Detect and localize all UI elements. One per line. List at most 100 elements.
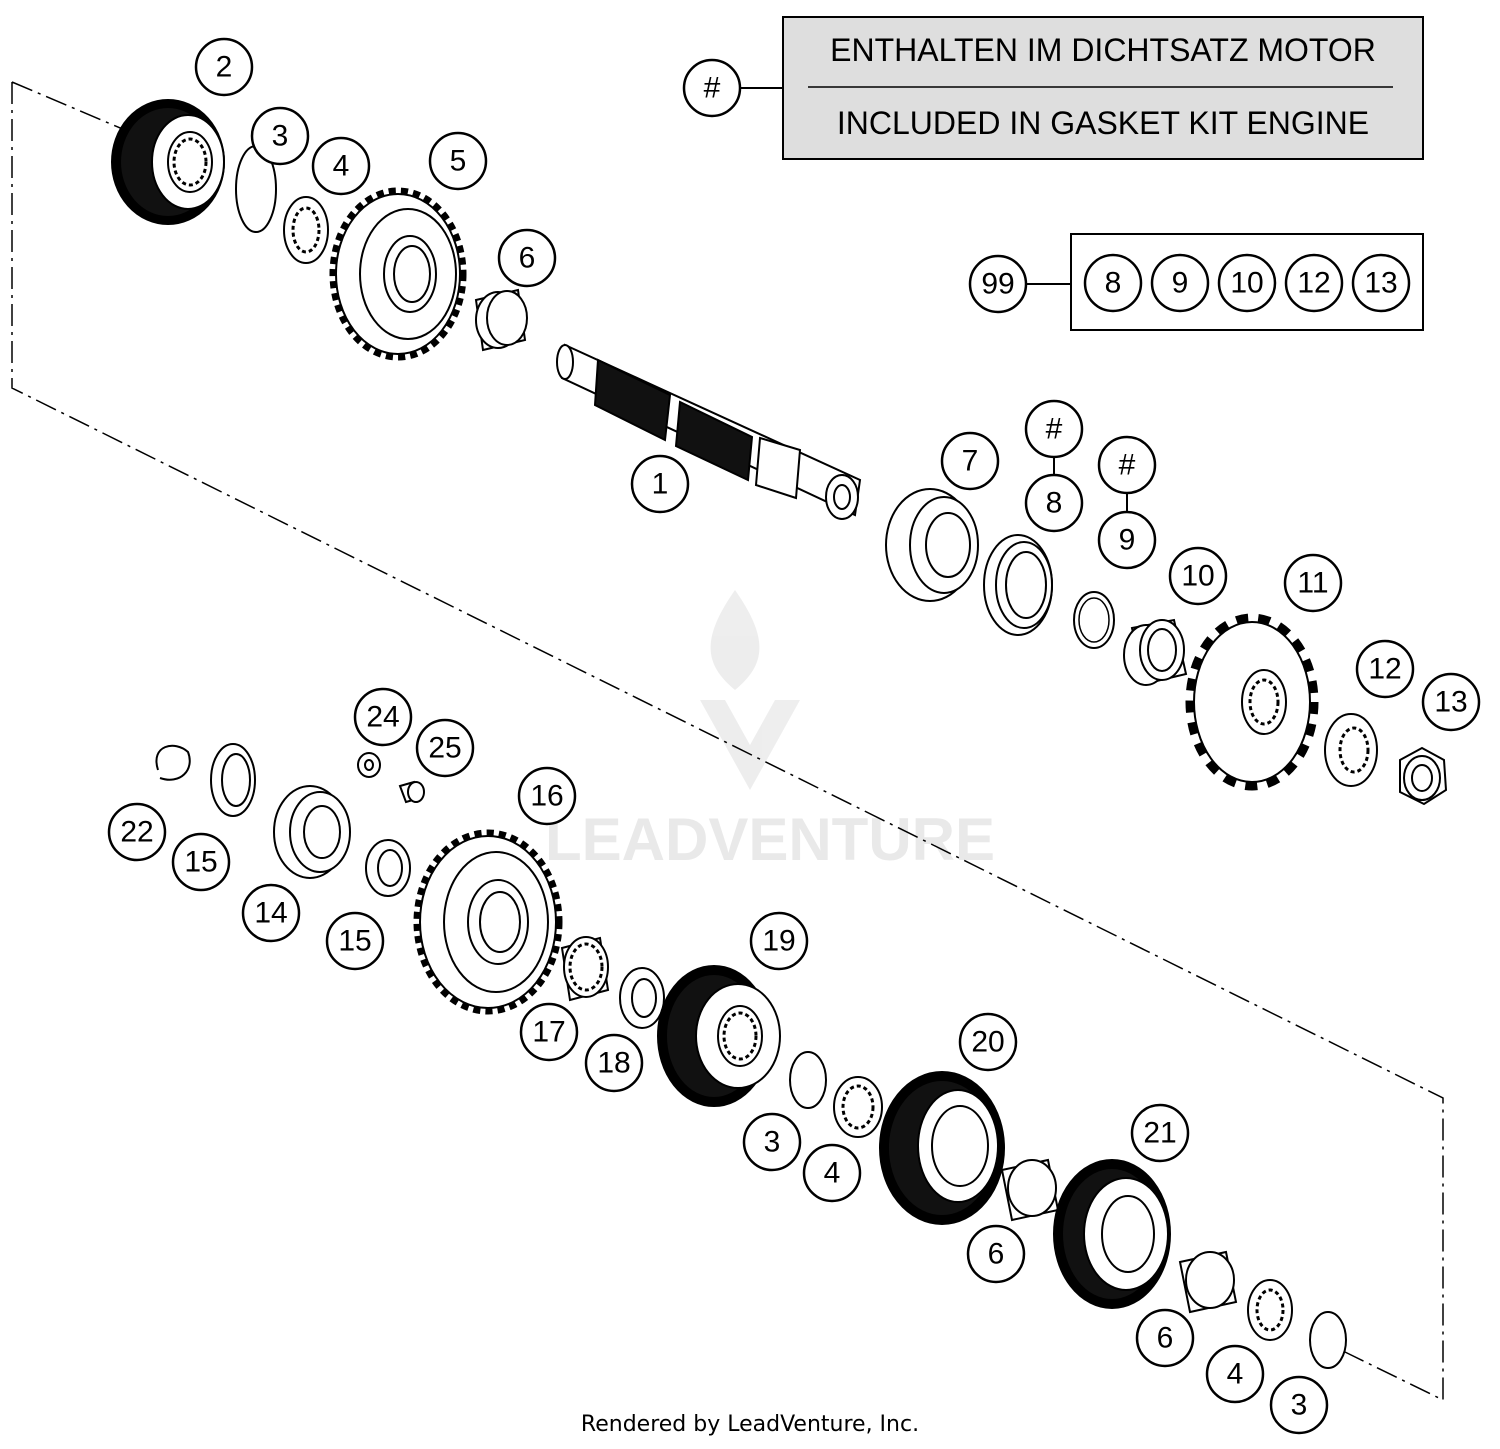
part-6-bushing-b [1000,1158,1060,1222]
callout-part-8: 8 [1024,473,1084,533]
part-5-gear [329,187,467,361]
part-22-circlip [155,744,191,781]
part-4-washer [283,196,329,264]
callout-part-25: 25 [415,718,475,778]
part-24-small-washer [357,752,381,778]
part-6-bushing [474,288,528,352]
kit-member-label: 10 [1230,267,1263,300]
svg-text:6: 6 [988,1238,1005,1271]
legend-symbol-callout: # [682,58,742,118]
part-6-bushing-c [1178,1250,1238,1314]
kit-number-callout: 99 [968,254,1028,314]
part-11-sprocket [1185,613,1319,791]
callout-part-15: 15 [325,911,385,971]
callout-part-4: 4 [802,1143,862,1203]
svg-text:18: 18 [597,1047,630,1080]
watermark-text: LEADVENTURE [545,806,995,873]
callout-part-3: 3 [250,106,310,166]
callout-part-14: 14 [241,883,301,943]
svg-text:1: 1 [652,468,669,501]
svg-text:4: 4 [1227,1358,1244,1391]
callout-part-20: 20 [958,1012,1018,1072]
callout-part-21: 21 [1130,1103,1190,1163]
kit-member-callout: 9 [1150,253,1210,313]
kit-member-callout: 8 [1083,253,1143,313]
part-1-shaft [556,343,862,520]
part-3-circlip-b [789,1051,827,1109]
svg-text:9: 9 [1119,524,1136,557]
svg-text:16: 16 [530,780,563,813]
part-3-circlip-c [1309,1311,1347,1369]
kit-member-label: 13 [1364,267,1397,300]
svg-text:17: 17 [532,1016,565,1049]
callout-part-16: 16 [517,766,577,826]
svg-text:20: 20 [971,1026,1004,1059]
svg-text:3: 3 [272,120,289,153]
callout-part-8-gasket-marker: # [1024,399,1084,459]
kit-member-label: 12 [1297,267,1330,300]
callout-part-3: 3 [1269,1375,1329,1435]
svg-text:3: 3 [1291,1389,1308,1422]
part-18-washer [619,967,665,1029]
svg-text:3: 3 [764,1126,781,1159]
svg-text:14: 14 [254,897,287,930]
svg-text:15: 15 [338,925,371,958]
callout-part-17: 17 [519,1002,579,1062]
svg-text:24: 24 [366,701,399,734]
kit-number: 99 [981,268,1014,301]
svg-text:22: 22 [120,816,153,849]
part-20-gear [879,1071,1005,1225]
callout-part-4: 4 [1205,1344,1265,1404]
callout-part-6: 6 [497,228,557,288]
part-21-gear [1053,1159,1171,1309]
callout-part-11: 11 [1283,553,1343,613]
svg-text:6: 6 [1157,1322,1174,1355]
svg-text:5: 5 [450,145,467,178]
svg-text:11: 11 [1297,567,1328,600]
callout-part-2: 2 [194,37,254,97]
svg-text:19: 19 [762,925,795,958]
svg-text:10: 10 [1181,560,1214,593]
part-10-bushing [1123,618,1188,686]
kit-member-label: 9 [1172,267,1189,300]
callout-part-9-gasket-marker: # [1097,435,1157,495]
legend-line-german: ENTHALTEN IM DICHTSATZ MOTOR [830,32,1376,68]
callout-part-9: 9 [1097,510,1157,570]
part-12-lock-washer [1324,713,1378,787]
watermark-logo: LEADVENTURE [545,590,995,873]
svg-text:13: 13 [1434,686,1467,719]
callout-part-7: 7 [940,431,1000,491]
svg-text:8: 8 [1046,487,1063,520]
part-7-bearing [885,488,979,602]
part-17-needle-bearing [560,936,610,1002]
gasket-kit-legend: ENTHALTEN IM DICHTSATZ MOTOR INCLUDED IN… [682,16,1424,160]
kit-member-label: 8 [1105,267,1122,300]
part-4-washer-b [833,1076,883,1138]
svg-text:#: # [1046,413,1063,446]
part-25-bolt [398,780,425,804]
svg-text:21: 21 [1143,1117,1176,1150]
svg-text:7: 7 [962,445,979,478]
kit-member-callout: 12 [1284,253,1344,313]
kit-member-callout: 13 [1351,253,1411,313]
legend-symbol: # [704,72,721,105]
callout-part-10: 10 [1168,546,1228,606]
callout-part-18: 18 [584,1033,644,1093]
svg-text:6: 6 [519,242,536,275]
svg-text:#: # [1119,449,1136,482]
callout-part-1: 1 [630,454,690,514]
callout-part-3: 3 [742,1112,802,1172]
part-19-gear [657,965,781,1107]
callout-part-19: 19 [749,911,809,971]
part-4-washer-c [1247,1279,1293,1341]
svg-text:12: 12 [1368,653,1401,686]
svg-text:2: 2 [216,51,233,84]
part-8-shaft-seal [983,534,1053,636]
callout-part-22: 22 [107,802,167,862]
part-2-gear [111,99,225,225]
legend-line-english: INCLUDED IN GASKET KIT ENGINE [837,105,1369,141]
callout-part-4: 4 [311,136,371,196]
svg-text:4: 4 [333,150,350,183]
callout-part-12: 12 [1355,639,1415,699]
